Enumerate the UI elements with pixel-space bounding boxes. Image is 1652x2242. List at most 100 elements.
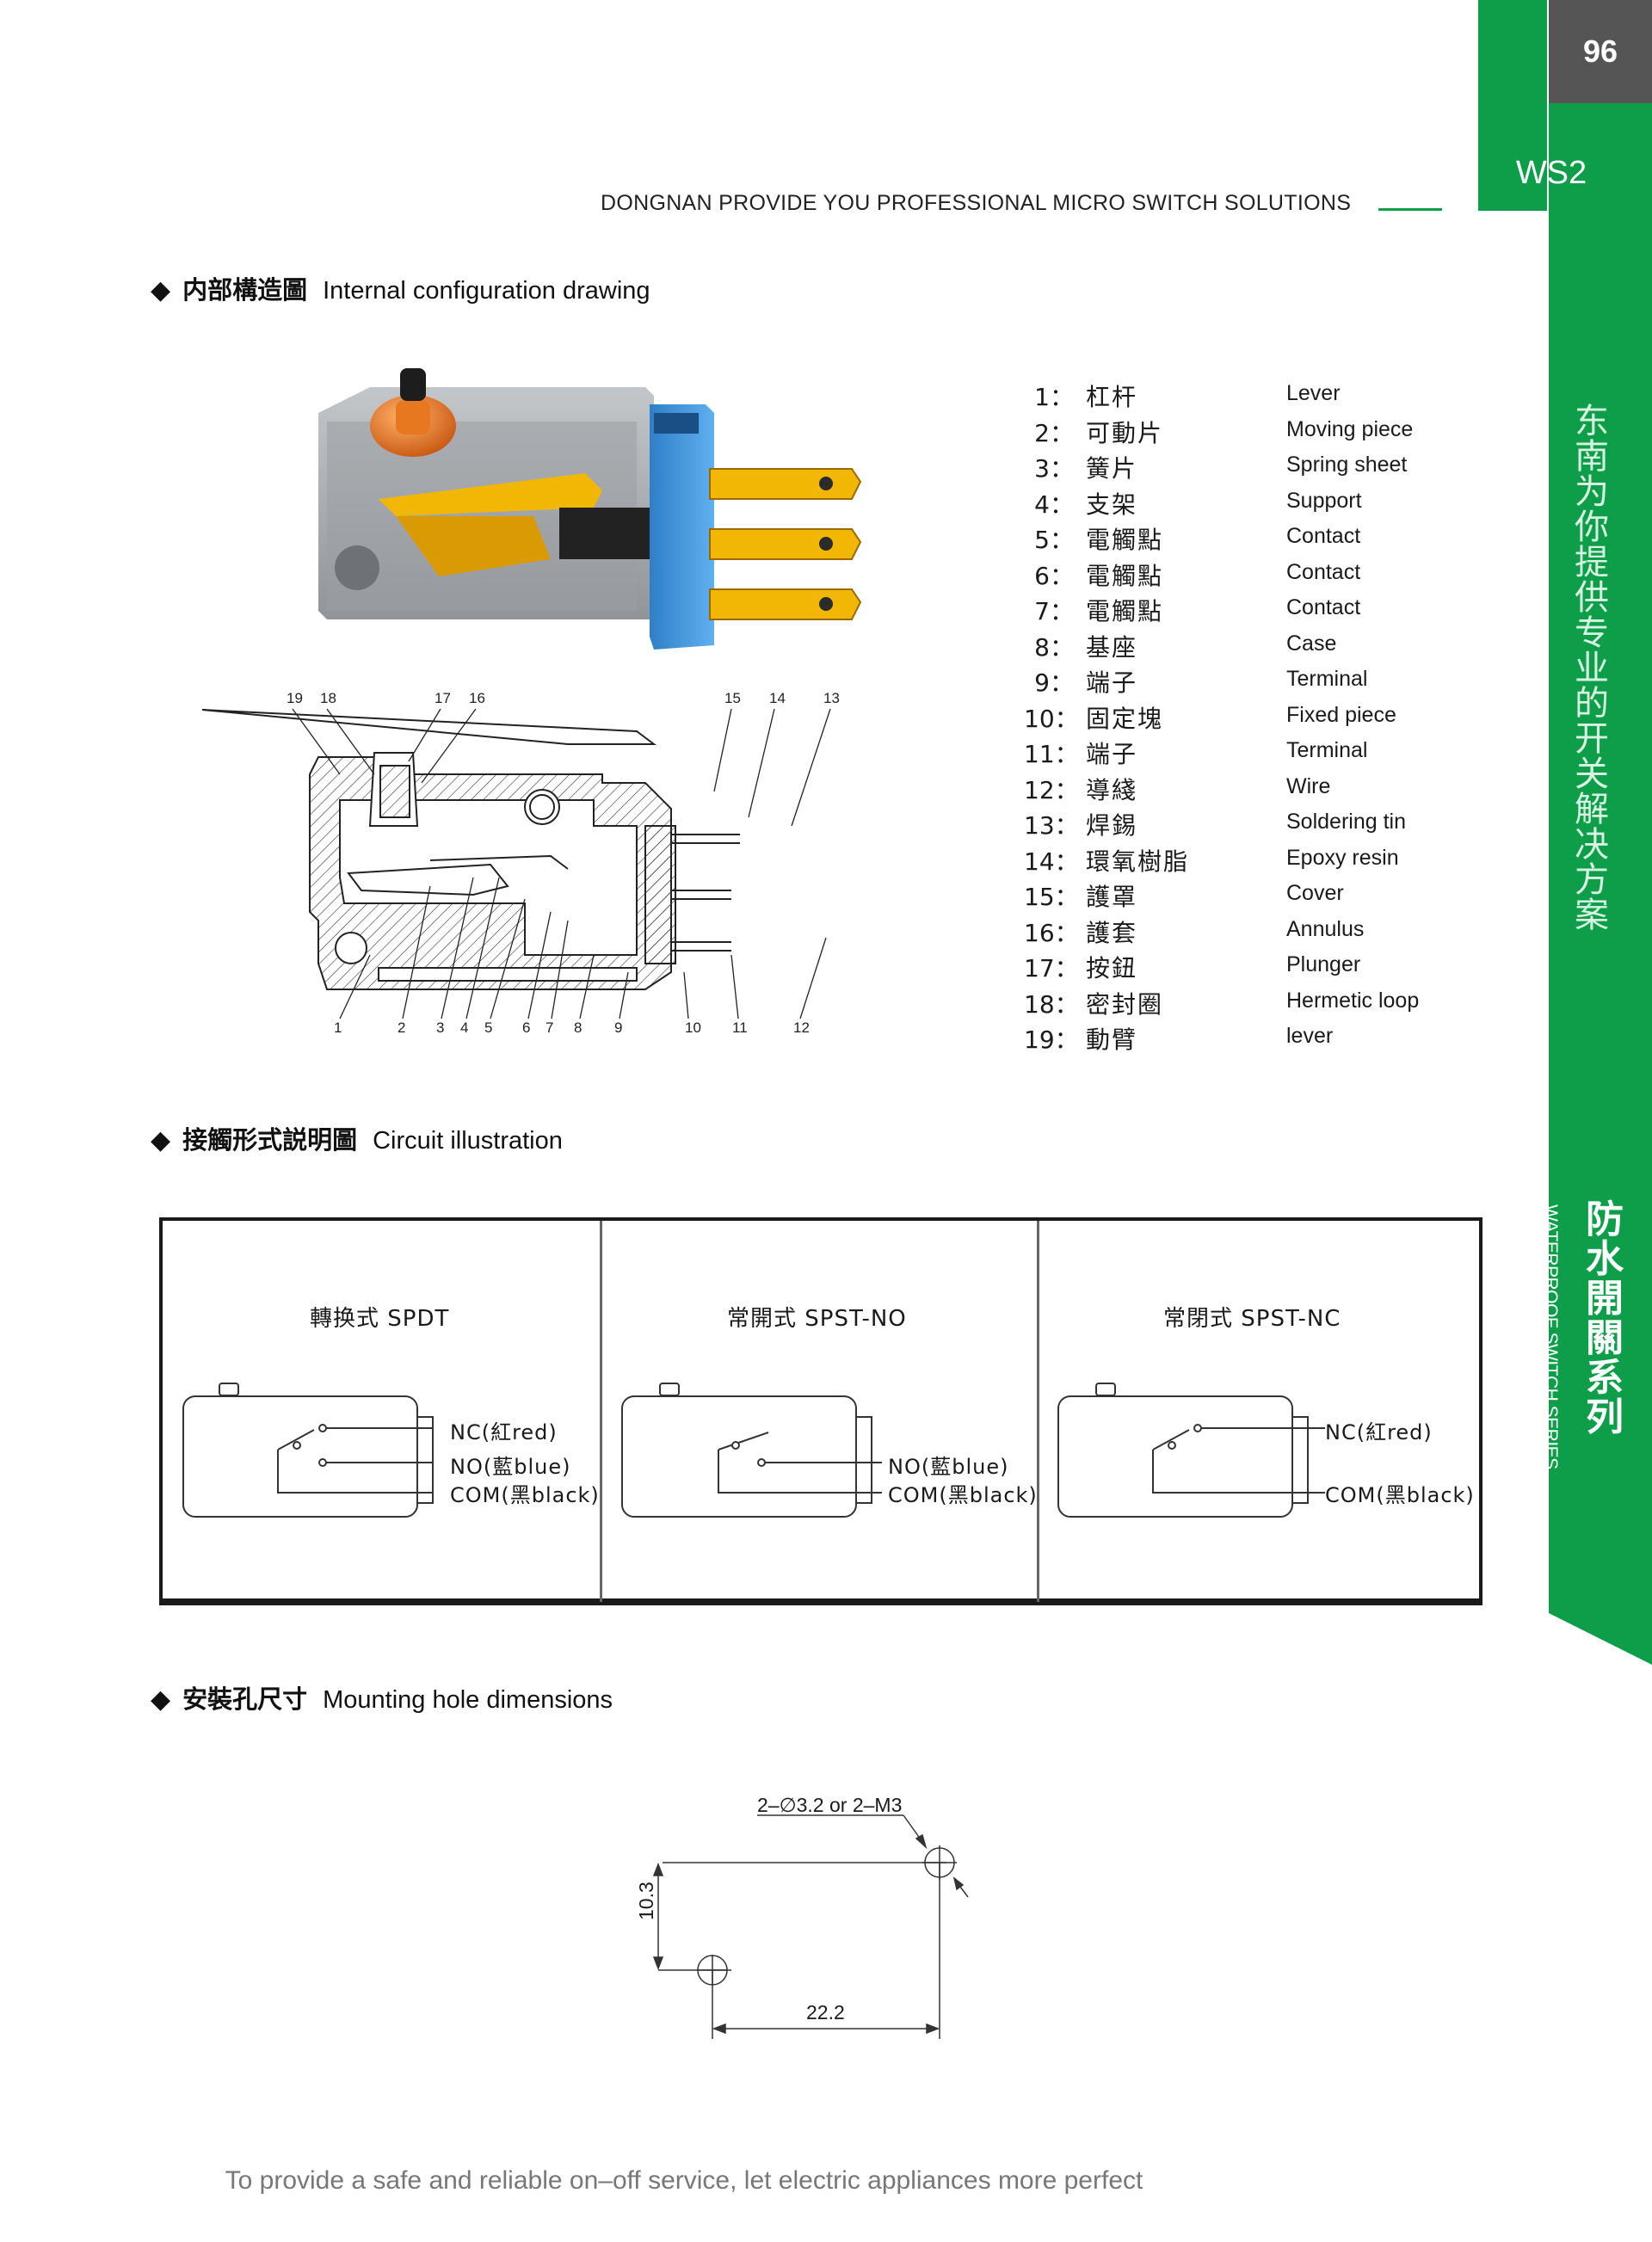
part-name-cn: 焊錫 bbox=[1086, 811, 1138, 840]
mounting-hole-drawing bbox=[652, 1814, 969, 2039]
dim-vertical: 10.3 bbox=[635, 1882, 657, 1920]
series-code: WS2 bbox=[1515, 155, 1587, 191]
part-name-en: Support bbox=[1286, 488, 1362, 513]
part-name-cn: 電觸點 bbox=[1086, 526, 1164, 554]
part-name-en: Terminal bbox=[1286, 667, 1368, 691]
green-band-tail bbox=[1549, 1613, 1652, 1665]
part-row: 5： 電觸點 Contact bbox=[1024, 521, 1471, 557]
part-name-cn: 護罩 bbox=[1086, 883, 1138, 911]
part-number: 5： bbox=[1034, 526, 1074, 554]
callout-19: 19 bbox=[287, 690, 303, 706]
part-name-cn: 電觸點 bbox=[1086, 597, 1164, 625]
part-name-en: Fixed piece bbox=[1286, 702, 1396, 727]
callout-12: 12 bbox=[793, 1019, 810, 1036]
part-name-cn: 端子 bbox=[1086, 740, 1138, 768]
part-number: 14： bbox=[1024, 847, 1079, 876]
circuit-title-spst-nc: 常閉式 SPST-NC bbox=[1163, 1306, 1341, 1332]
wire-label: NC(紅red) bbox=[450, 1420, 558, 1444]
part-name-en: Moving piece bbox=[1286, 416, 1414, 441]
part-name-en: Terminal bbox=[1286, 738, 1368, 762]
circuit-divider bbox=[600, 1221, 602, 1602]
callout-3: 3 bbox=[436, 1019, 444, 1036]
circuit-illustration-box bbox=[159, 1217, 1482, 1605]
part-row: 6： 電觸點 Contact bbox=[1024, 557, 1471, 594]
part-number: 8： bbox=[1034, 632, 1074, 662]
dim-horizontal: 22.2 bbox=[806, 2001, 845, 2023]
part-name-en: Plunger bbox=[1286, 952, 1361, 976]
part-name-en: Case bbox=[1286, 631, 1337, 656]
part-number: 13： bbox=[1024, 811, 1079, 840]
series-name-en: WATERPROOF SWITCH SERIES bbox=[1541, 1204, 1561, 1469]
circuit-diagram-spst-nc bbox=[1057, 1383, 1325, 1518]
callout-1: 1 bbox=[334, 1019, 342, 1036]
wire-label: NO(藍blue) bbox=[888, 1455, 1009, 1479]
callout-15: 15 bbox=[724, 690, 741, 706]
part-name-cn: 按鈕 bbox=[1086, 954, 1138, 982]
part-row: 4： 支架 Support bbox=[1024, 486, 1471, 522]
part-name-en: Epoxy resin bbox=[1286, 845, 1399, 870]
callout-13: 13 bbox=[823, 690, 840, 706]
part-name-cn: 支架 bbox=[1086, 490, 1138, 519]
part-name-en: Contact bbox=[1286, 524, 1361, 548]
green-band-top bbox=[1478, 0, 1547, 211]
part-number: 3： bbox=[1034, 454, 1074, 483]
part-row: 8： 基座 Case bbox=[1024, 629, 1471, 665]
part-number: 16： bbox=[1024, 918, 1079, 947]
circuit-diagram-spdt bbox=[182, 1383, 434, 1518]
part-name-cn: 環氧樹脂 bbox=[1086, 847, 1190, 876]
circuit-diagram-spst-no bbox=[621, 1383, 882, 1518]
part-number: 6： bbox=[1034, 561, 1074, 590]
part-name-en: Annulus bbox=[1286, 916, 1365, 941]
part-number: 19： bbox=[1024, 1026, 1079, 1054]
header-rule bbox=[1378, 208, 1442, 211]
part-name-en: Spring sheet bbox=[1286, 453, 1408, 477]
part-name-en: Wire bbox=[1286, 773, 1331, 798]
part-name-en: Contact bbox=[1286, 559, 1361, 584]
part-number: 17： bbox=[1024, 954, 1079, 982]
cross-section-drawing: 19 18 17 16 15 14 13 1 2 3 4 5 6 7 8 9 1… bbox=[201, 690, 840, 1036]
part-number: 12： bbox=[1024, 775, 1079, 804]
diamond-bullet-icon: ◆ bbox=[151, 276, 171, 305]
part-name-cn: 護套 bbox=[1086, 918, 1138, 947]
part-number: 9： bbox=[1034, 668, 1074, 697]
part-name-cn: 電觸點 bbox=[1086, 561, 1164, 590]
page-number: 96 bbox=[1549, 0, 1652, 103]
callout-2: 2 bbox=[398, 1019, 405, 1036]
callout-16: 16 bbox=[469, 690, 485, 706]
callout-4: 4 bbox=[460, 1019, 468, 1036]
part-name-en: Hermetic loop bbox=[1286, 988, 1420, 1013]
part-number: 4： bbox=[1034, 490, 1074, 519]
callout-17: 17 bbox=[435, 690, 451, 706]
callout-11: 11 bbox=[732, 1019, 748, 1036]
part-name-cn: 可動片 bbox=[1086, 418, 1164, 447]
switch-3d-illustration bbox=[318, 368, 862, 650]
part-number: 18： bbox=[1024, 989, 1079, 1019]
hole-spec-label: 2–∅3.2 or 2–M3 bbox=[757, 1794, 903, 1816]
series-name-cn: 防水開 關系列 bbox=[1586, 1198, 1624, 1439]
callout-9: 9 bbox=[614, 1019, 622, 1036]
part-name-en: Contact bbox=[1286, 595, 1361, 619]
footer-slogan: To provide a safe and reliable on–off se… bbox=[225, 2166, 1143, 2195]
part-name-cn: 導綫 bbox=[1086, 775, 1138, 804]
callout-7: 7 bbox=[546, 1019, 553, 1036]
diamond-bullet-icon: ◆ bbox=[151, 1685, 171, 1714]
part-name-cn: 基座 bbox=[1086, 632, 1138, 662]
wire-label: COM(黑black) bbox=[1325, 1483, 1475, 1507]
callout-14: 14 bbox=[769, 690, 786, 706]
header-slogan: DONGNAN PROVIDE YOU PROFESSIONAL MICRO S… bbox=[601, 191, 1352, 215]
wire-label: COM(黑black) bbox=[450, 1483, 600, 1507]
callout-5: 5 bbox=[484, 1019, 492, 1036]
part-row: 17：按鈕 Plunger bbox=[1024, 950, 1471, 986]
